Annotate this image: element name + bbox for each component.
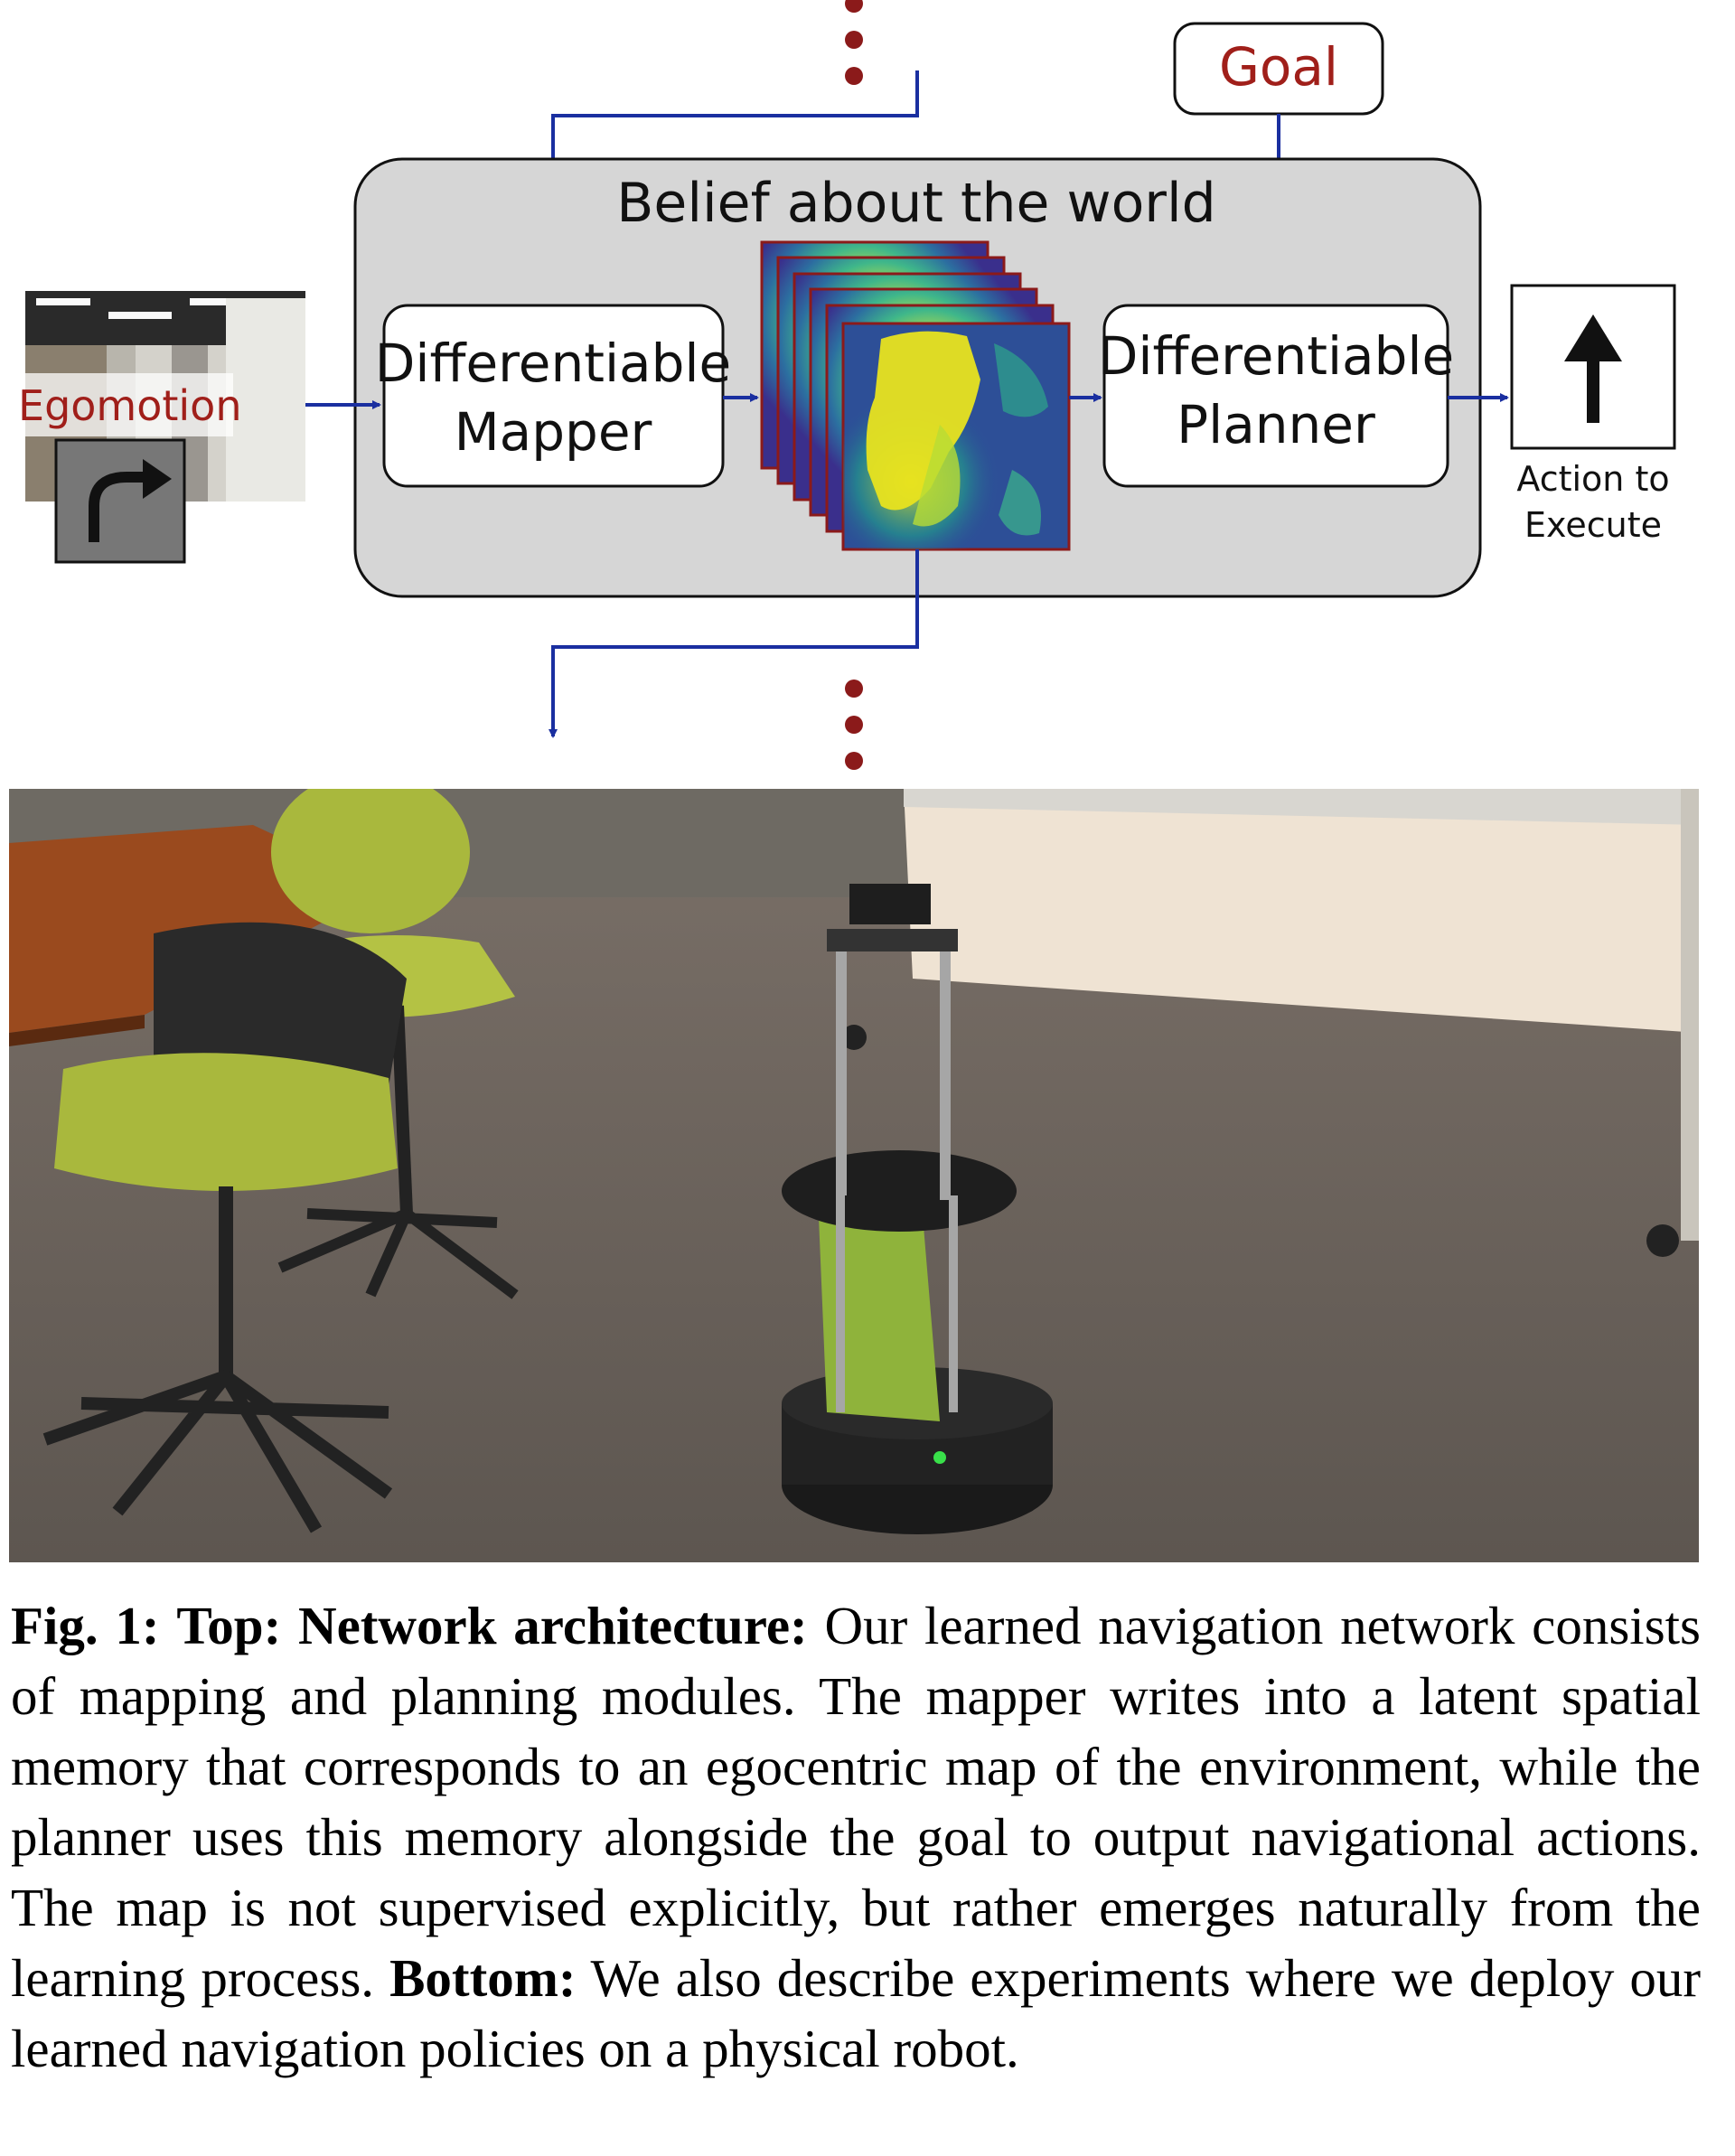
planner-label-line1: Differentiable <box>1098 325 1454 387</box>
egomotion-label: Egomotion <box>18 381 241 430</box>
turtlebot-robot <box>782 884 1053 1534</box>
caption-top-text: Our learned navigation network consists … <box>11 1596 1702 2008</box>
belief-label: Belief about the world <box>616 172 1215 235</box>
mapper-label-line2: Mapper <box>455 401 652 463</box>
caption-bottom-heading: Bottom: <box>389 1948 577 2008</box>
action-box: Action to Execute <box>1510 284 1676 545</box>
up-arrow-icon <box>1564 314 1622 423</box>
figure-number: Fig. 1: <box>11 1596 160 1655</box>
network-architecture-diagram: Goal Belief about the world Differentiab… <box>18 0 1676 770</box>
goal-label: Goal <box>1219 36 1338 98</box>
mapper-box: Differentiable Mapper <box>375 304 731 488</box>
whiteboard <box>841 789 1699 1257</box>
latent-map-stack <box>760 240 1071 551</box>
figure-caption: Fig. 1: Top: Network architecture: Our l… <box>11 1590 1701 2084</box>
recurrent-output-arrow <box>549 549 919 738</box>
planner-label-line2: Planner <box>1177 394 1375 455</box>
robot-photo <box>9 789 1699 1562</box>
action-label-line1: Action to <box>1516 459 1669 499</box>
turn-right-arrow-icon <box>54 438 186 564</box>
office-chairs <box>42 789 519 1533</box>
planner-box: Differentiable Planner <box>1098 304 1454 488</box>
continuation-dots-bottom <box>845 680 863 770</box>
mapper-label-line1: Differentiable <box>375 333 731 394</box>
caption-top-heading: Top: Network architecture: <box>176 1596 808 1655</box>
egomotion-input: Egomotion <box>18 291 305 564</box>
goal-box: Goal <box>1173 22 1384 116</box>
latent-map-front <box>841 322 1071 551</box>
continuation-dots-top <box>845 0 863 85</box>
action-label-line2: Execute <box>1524 505 1662 545</box>
caption-bottom-text: We also describe experiments where we de… <box>11 1948 1701 2078</box>
